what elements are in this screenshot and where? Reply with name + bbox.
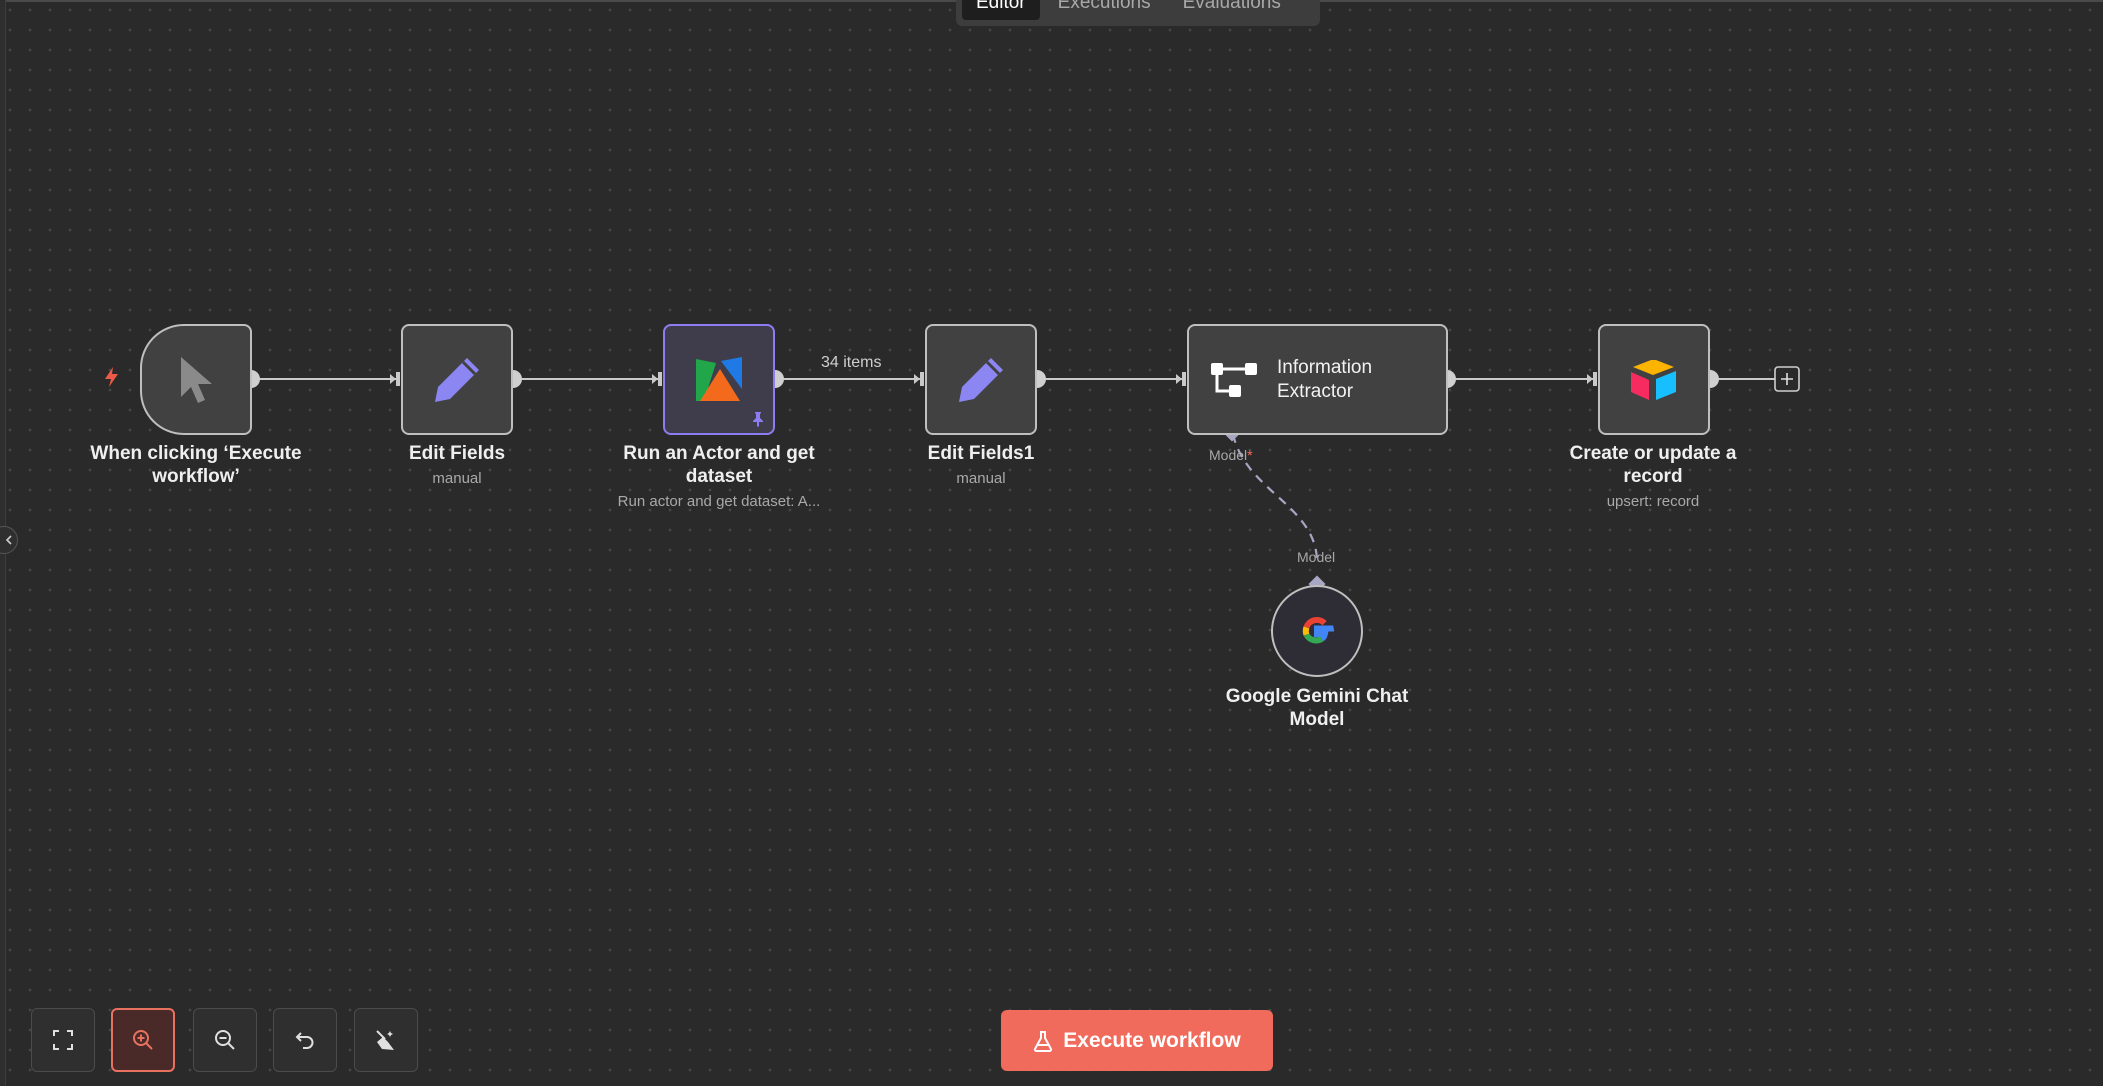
- chevron-left-icon: [5, 535, 12, 545]
- node-run-actor[interactable]: [663, 324, 775, 435]
- trigger-bolt-icon: [105, 367, 118, 387]
- execute-workflow-button[interactable]: Execute workflow: [1001, 1010, 1273, 1071]
- node-edit-fields1-label: Edit Fields1: [927, 443, 1035, 464]
- pencil-icon: [959, 357, 1003, 402]
- model-output-label: Model: [1297, 549, 1336, 565]
- model-input-label: Model*: [1209, 447, 1253, 463]
- execute-workflow-label: Execute workflow: [1063, 1028, 1241, 1052]
- node-create-update-record-label: Create or update a record: [1569, 443, 1737, 487]
- zoom-in-button[interactable]: [111, 1008, 175, 1072]
- node-create-update-record[interactable]: [1598, 324, 1710, 435]
- undo-icon: [295, 1032, 314, 1049]
- pencil-icon: [435, 357, 479, 402]
- apify-icon: [696, 356, 742, 401]
- node-edit-fields-label: Edit Fields: [408, 443, 506, 464]
- view-tabs: Editor Executions Evaluations: [956, 0, 1320, 26]
- node-information-extractor-label: Information Extractor: [1277, 356, 1373, 402]
- airtable-icon: [1631, 359, 1676, 400]
- node-google-gemini-label: Google Gemini Chat Model: [1225, 686, 1409, 730]
- add-node-button: [1774, 366, 1800, 392]
- connection-gemini-model: [1231, 433, 1319, 561]
- node-run-actor-label: Run an Actor and get dataset: [623, 443, 815, 487]
- tab-evaluations[interactable]: Evaluations: [1182, 0, 1281, 13]
- node-google-gemini[interactable]: [1271, 585, 1363, 677]
- node-edit-fields1-subtitle: manual: [956, 470, 1006, 487]
- pin-icon: [753, 412, 763, 427]
- zoom-out-icon: [215, 1030, 235, 1050]
- broom-icon: [376, 1030, 394, 1050]
- tree-icon: [1211, 362, 1257, 397]
- model-input-label-text: Model: [1209, 447, 1248, 463]
- cursor-icon: [181, 356, 212, 403]
- node-edit-fields-subtitle: manual: [432, 470, 482, 487]
- node-edit-fields1[interactable]: [925, 324, 1037, 435]
- tab-editor[interactable]: Editor: [962, 0, 1040, 20]
- zoom-out-button[interactable]: [193, 1008, 257, 1072]
- google-icon: [1302, 617, 1334, 644]
- zoom-in-icon: [133, 1030, 153, 1050]
- connection-items-count: 34 items: [821, 354, 882, 371]
- flask-icon: [1034, 1030, 1053, 1052]
- node-edit-fields[interactable]: [401, 324, 513, 435]
- tidy-up-button[interactable]: [354, 1008, 418, 1072]
- required-mark: *: [1247, 447, 1253, 463]
- node-trigger-label: When clicking ‘Execute workflow’: [90, 443, 302, 487]
- node-information-extractor[interactable]: Information Extractor: [1187, 324, 1448, 435]
- reset-zoom-button[interactable]: [273, 1008, 337, 1072]
- node-create-update-record-subtitle: upsert: record: [1606, 493, 1700, 510]
- zoom-to-fit-button[interactable]: [31, 1008, 95, 1072]
- node-run-actor-subtitle: Run actor and get dataset: A...: [617, 493, 821, 510]
- fullscreen-icon: [53, 1030, 73, 1050]
- tab-executions[interactable]: Executions: [1057, 0, 1151, 13]
- node-trigger[interactable]: [140, 324, 252, 435]
